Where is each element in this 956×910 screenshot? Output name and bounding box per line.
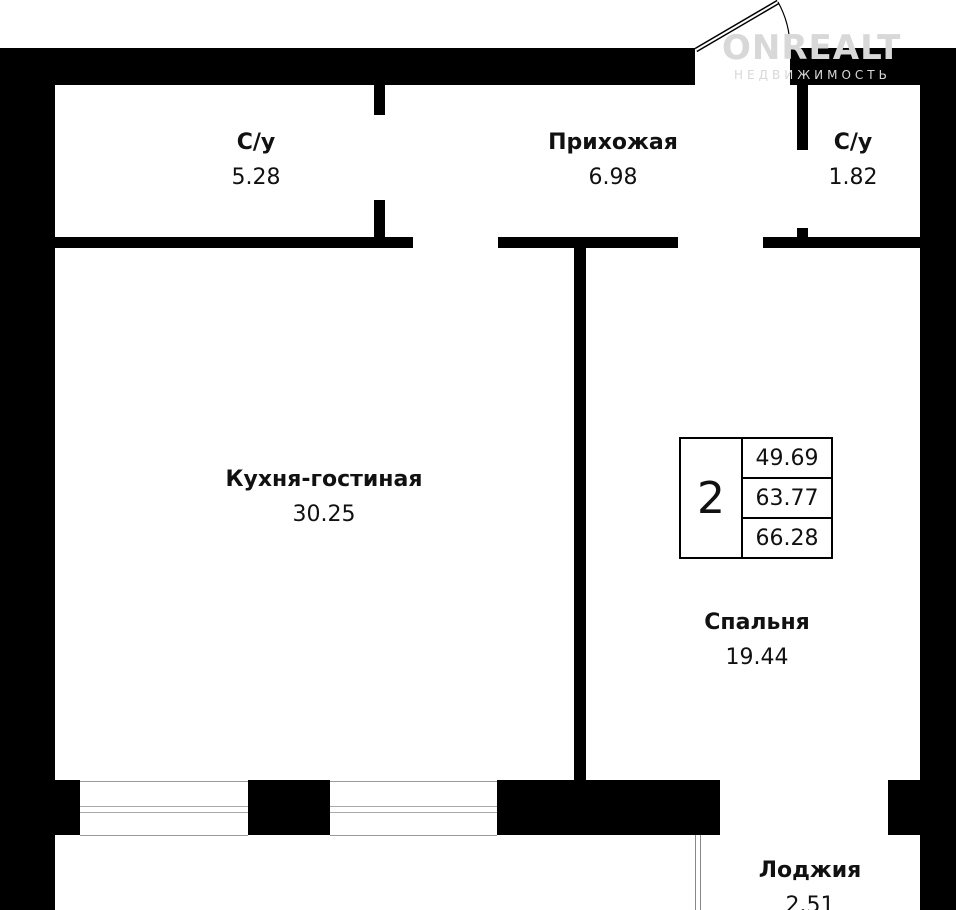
- room-label-loggia: Лоджия 2.51: [758, 858, 862, 910]
- total-area-with-loggia: 66.28: [755, 525, 819, 551]
- loggia-railing: [695, 835, 701, 910]
- wall-bottom: [248, 780, 330, 835]
- partition: [498, 237, 678, 248]
- partition: [574, 248, 586, 780]
- wall-top-left: [0, 48, 695, 85]
- partition: [797, 228, 808, 238]
- wall-bottom: [888, 780, 920, 835]
- window: [80, 781, 248, 836]
- wall-right: [920, 48, 956, 910]
- partition: [374, 200, 385, 237]
- watermark-brand: ONREALT: [722, 28, 902, 68]
- apartment-summary: 2 49.69 63.77 66.28: [679, 437, 833, 559]
- wall-bottom: [497, 780, 720, 835]
- room-count: 2: [681, 439, 743, 557]
- room-label-bathroom-1: С/у 5.28: [231, 130, 281, 190]
- wall-left: [0, 48, 55, 910]
- watermark-subtitle: НЕДВИЖИМОСТЬ: [734, 68, 891, 82]
- window: [330, 781, 497, 836]
- partition: [797, 85, 808, 150]
- room-label-kitchen-living: Кухня-гостиная 30.25: [225, 467, 423, 527]
- room-label-bedroom: Спальня 19.44: [704, 610, 810, 670]
- partition: [55, 237, 413, 248]
- partition: [374, 85, 385, 115]
- entry-door-icon: [694, 0, 791, 53]
- living-area: 49.69: [743, 439, 831, 479]
- room-label-hallway: Прихожая 6.98: [548, 130, 678, 190]
- partition: [763, 237, 920, 248]
- total-area: 63.77: [743, 479, 831, 519]
- wall-bottom: [0, 780, 80, 835]
- room-label-bathroom-2: С/у 1.82: [828, 130, 878, 190]
- watermark-logo: ONREALT НЕДВИЖИМОСТЬ: [660, 28, 901, 82]
